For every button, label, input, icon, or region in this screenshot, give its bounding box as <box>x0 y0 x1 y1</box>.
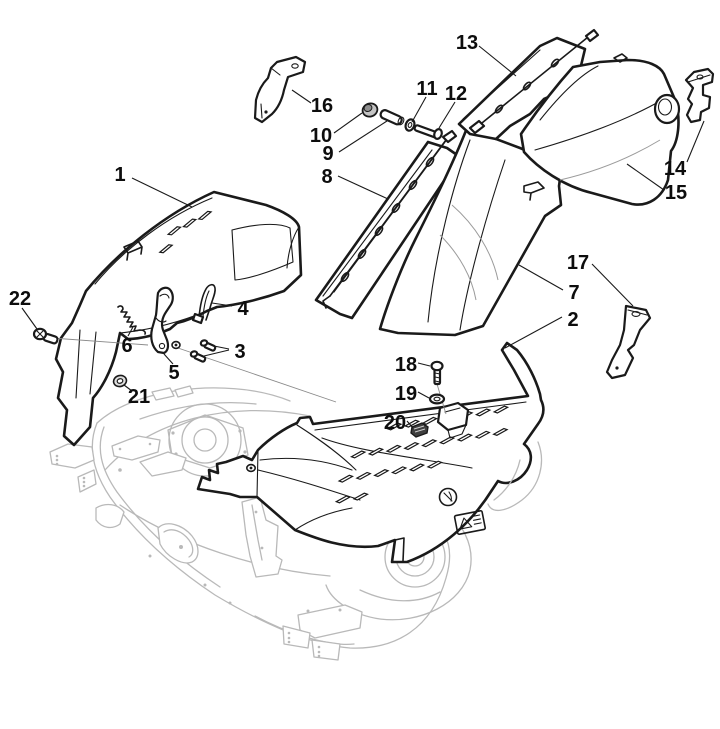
part-16-bracket <box>253 55 307 124</box>
callout-17: 17 <box>567 252 589 274</box>
callout-20: 20 <box>384 412 406 434</box>
callout-5: 5 <box>168 362 179 384</box>
leader-line-21 <box>123 384 133 392</box>
leader-line-11 <box>411 96 427 123</box>
part-15-rear-cover <box>519 53 681 206</box>
part-2-right-belt-cover <box>196 341 545 564</box>
callout-16: 16 <box>311 95 333 117</box>
leader-line-19 <box>417 391 430 399</box>
callout-4: 4 <box>237 298 249 320</box>
part-18-screw <box>430 360 444 386</box>
callout-1: 1 <box>114 164 125 186</box>
leader-line-9 <box>338 120 388 153</box>
callout-2: 2 <box>567 309 578 331</box>
part-11-washer <box>404 118 416 132</box>
leader-line-4 <box>211 302 233 307</box>
leader-line-15 <box>626 163 665 191</box>
leader-line-3 <box>203 345 230 357</box>
leader-line-7 <box>518 264 564 291</box>
callout-7: 7 <box>568 282 579 304</box>
leader-line-8 <box>337 175 389 200</box>
part-10-cap <box>361 102 379 118</box>
part-14-clamp-bracket <box>684 67 715 124</box>
leader-line-22 <box>21 307 38 330</box>
callout-18: 18 <box>395 354 417 376</box>
part-12-pin-long <box>413 124 443 140</box>
callout-12: 12 <box>445 83 467 105</box>
part-8-cable-cover <box>314 129 462 320</box>
leader-line-6 <box>127 326 134 337</box>
screw-axis-line <box>51 337 149 346</box>
part-19-washer <box>428 393 446 405</box>
callout-14: 14 <box>664 158 687 180</box>
part-21-washer <box>112 374 128 388</box>
part-9-pin <box>379 109 405 126</box>
part-17-bracket <box>605 304 652 380</box>
deck-discharge-edge <box>487 441 543 511</box>
part-5-lever <box>150 286 174 355</box>
leader-line-10 <box>333 112 363 134</box>
part-22-screw <box>32 327 59 345</box>
callout-13: 13 <box>456 32 478 54</box>
leader-line-14 <box>686 120 705 163</box>
leader-lines <box>21 45 705 429</box>
callout-6: 6 <box>121 335 132 357</box>
leader-line-17 <box>591 263 634 307</box>
callout-19: 19 <box>395 383 417 405</box>
part-6-spring <box>117 305 147 335</box>
part-4-rod <box>191 283 216 325</box>
callout-15: 15 <box>665 182 687 204</box>
callout-8: 8 <box>321 166 332 188</box>
leader-line-18 <box>417 362 431 367</box>
part-3-screws <box>189 339 217 363</box>
leader-line-13 <box>478 45 517 77</box>
part-20-clip <box>410 422 429 438</box>
leader-line-1 <box>131 177 193 208</box>
callout-21: 21 <box>128 386 150 408</box>
leader-line-20 <box>406 420 414 429</box>
callout-10: 10 <box>310 125 332 147</box>
callout-9: 9 <box>322 143 333 165</box>
leader-line-2 <box>504 316 563 349</box>
callout-3: 3 <box>234 341 245 363</box>
callout-11: 11 <box>416 78 437 100</box>
part-1-left-belt-cover <box>54 190 303 447</box>
callout-labels: 1 2 3 4 5 6 7 8 9 10 11 12 13 14 15 16 1… <box>9 32 687 434</box>
leader-line-16 <box>291 89 312 104</box>
leader-line-5 <box>163 353 174 365</box>
callout-22: 22 <box>9 288 31 310</box>
leader-line-12 <box>438 101 456 129</box>
